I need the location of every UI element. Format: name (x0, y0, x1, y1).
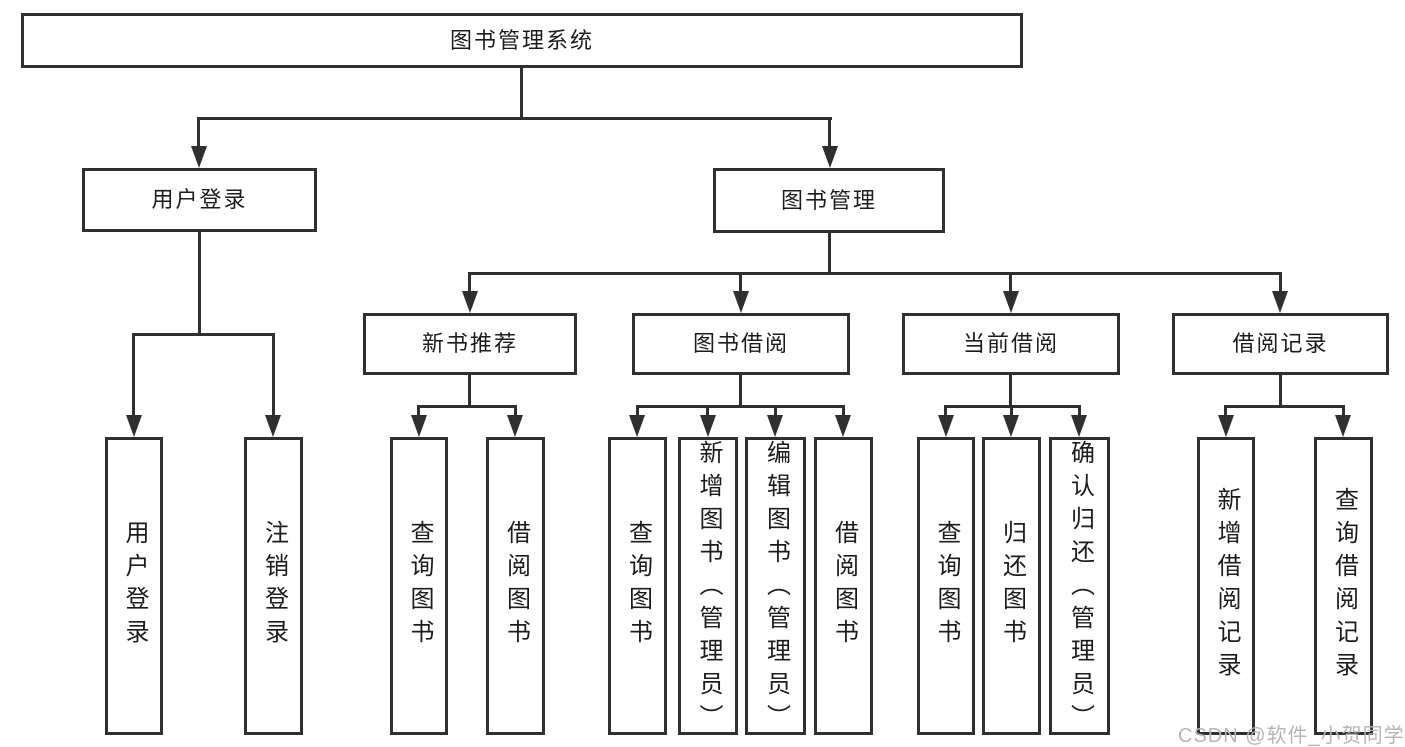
node-library-system: 图书管理系统 (21, 13, 1023, 68)
connector-line (636, 405, 639, 420)
node-label: 当前借阅 (962, 331, 1059, 356)
leaf-user-login: 用户登录 (105, 437, 163, 735)
leaf-logout-login: 注销登录 (244, 437, 303, 735)
node-label: 查询图书 (624, 520, 652, 652)
arrow-down-icon (265, 415, 281, 437)
connector-line (417, 405, 420, 420)
leaf-query-borrow-record: 查询借阅记录 (1314, 437, 1373, 735)
arrow-down-icon (733, 291, 749, 313)
node-label: 归还图书 (998, 520, 1026, 652)
connector-line (739, 272, 742, 295)
arrow-down-icon (629, 415, 645, 437)
arrow-down-icon (411, 415, 427, 437)
node-label: 新增借阅记录 (1213, 487, 1240, 685)
connector-line (1009, 272, 1012, 295)
node-label: 新书推荐 (421, 331, 518, 356)
node-new-book-recommendation: 新书推荐 (363, 313, 577, 375)
arrow-down-icon (835, 415, 851, 437)
connector-line (1078, 405, 1081, 420)
node-label: 图书管理系统 (449, 27, 594, 53)
connector-line (197, 117, 832, 120)
connector-line (774, 405, 777, 420)
csdn-watermark: CSDN @软件_小贺同学 (1178, 725, 1405, 747)
connector-line (1009, 375, 1012, 408)
connector-line (842, 405, 845, 420)
connector-line (468, 272, 471, 295)
arrow-down-icon (938, 415, 954, 437)
connector-line (944, 405, 947, 420)
node-label: 用户登录 (151, 187, 248, 212)
node-label: 用户登录 (121, 520, 148, 652)
connector-line (1342, 405, 1345, 420)
connector-line (468, 272, 1282, 275)
node-label: 编辑图书（管理员） (762, 440, 790, 737)
connector-line (272, 333, 275, 418)
connector-line (1279, 375, 1282, 408)
connector-line (1279, 272, 1282, 295)
connector-line (468, 375, 471, 408)
node-label: 查询借阅记录 (1330, 487, 1358, 685)
connector-line (417, 405, 517, 408)
node-book-borrowing: 图书借阅 (632, 313, 850, 375)
node-borrowing-records: 借阅记录 (1172, 313, 1389, 375)
connector-line (1224, 405, 1345, 408)
connector-line (828, 117, 831, 150)
leaf-query-books-borrowing: 查询图书 (608, 437, 667, 735)
connector-line (706, 405, 709, 420)
node-label: 查询图书 (933, 520, 960, 652)
connector-line (197, 117, 200, 150)
leaf-query-books-current: 查询图书 (917, 437, 975, 735)
arrow-down-icon (1003, 415, 1019, 437)
arrow-down-icon (507, 415, 523, 437)
node-label: 借阅图书 (830, 520, 858, 652)
connector-line (198, 232, 201, 336)
arrow-down-icon (191, 146, 207, 168)
leaf-edit-books-admin: 编辑图书（管理员） (745, 437, 806, 737)
node-current-borrowing: 当前借阅 (902, 313, 1120, 375)
connector-line (828, 233, 831, 274)
arrow-down-icon (767, 415, 783, 437)
arrow-down-icon (1071, 415, 1087, 437)
leaf-borrow-books-recommend: 借阅图书 (486, 437, 545, 735)
connector-line (1010, 405, 1013, 420)
node-label: 查询图书 (406, 520, 433, 652)
node-label: 借阅记录 (1232, 331, 1329, 356)
node-user-login: 用户登录 (82, 168, 317, 232)
leaf-add-borrow-record: 新增借阅记录 (1197, 437, 1255, 735)
arrow-down-icon (1335, 415, 1351, 437)
connector-line (1224, 405, 1227, 420)
arrow-down-icon (126, 415, 142, 437)
node-label: 借阅图书 (502, 520, 530, 652)
node-book-management: 图书管理 (713, 168, 945, 233)
connector-line (514, 405, 517, 420)
leaf-confirm-return-admin: 确认归还（管理员） (1049, 437, 1110, 737)
arrow-down-icon (700, 415, 716, 437)
node-label: 图书借阅 (692, 331, 789, 356)
node-label: 图书管理 (780, 187, 877, 213)
arrow-down-icon (1218, 415, 1234, 437)
leaf-borrow-books-borrowing: 借阅图书 (814, 437, 873, 735)
connector-line (739, 375, 742, 408)
arrow-down-icon (822, 146, 838, 168)
node-label: 注销登录 (260, 520, 288, 652)
node-label: 确认归还（管理员） (1066, 440, 1094, 737)
arrow-down-icon (1272, 291, 1288, 313)
connector-line (636, 405, 845, 408)
connector-line (520, 68, 523, 118)
leaf-return-books: 归还图书 (982, 437, 1041, 735)
leaf-add-books-admin: 新增图书（管理员） (678, 437, 738, 737)
connector-line (132, 333, 135, 418)
connector-line (132, 333, 275, 336)
leaf-query-books-recommend: 查询图书 (390, 437, 448, 735)
node-label: 新增图书（管理员） (695, 440, 722, 737)
arrow-down-icon (1003, 291, 1019, 313)
arrow-down-icon (462, 291, 478, 313)
